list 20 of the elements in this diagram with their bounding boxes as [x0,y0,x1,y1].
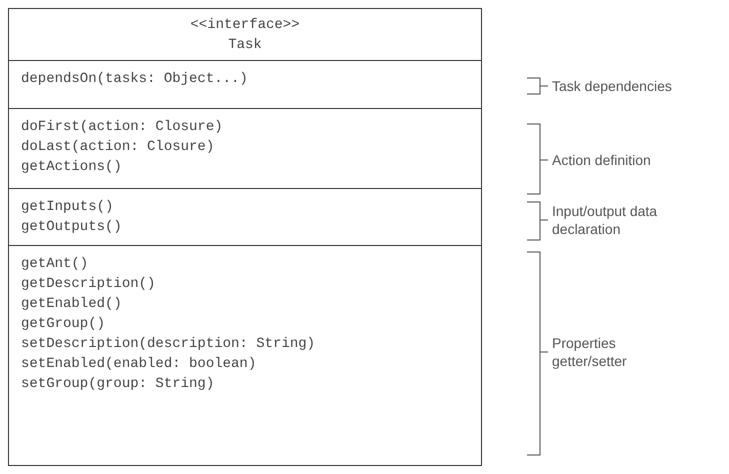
method-signature: getEnabled() [21,295,122,314]
method-signature: getActions() [21,158,122,177]
annotation-label: Action definition [552,151,652,169]
method-signature: getDescription() [21,275,156,294]
method-signature: getInputs() [21,198,114,217]
method-signature: getOutputs() [21,218,122,237]
method-signature: setEnabled(enabled: boolean) [21,355,256,374]
class-box [8,8,482,466]
method-signature: setDescription(description: String) [21,335,316,354]
method-signature: dependsOn(tasks: Object...) [21,70,248,89]
method-signature: getAnt() [21,255,88,274]
method-signature: doFirst(action: Closure) [21,118,223,137]
method-signature: setGroup(group: String) [21,375,214,394]
method-signature: getGroup() [21,315,106,334]
stereotype-label: <<interface>> [190,16,300,35]
annotation-label: Properties getter/setter [552,334,628,370]
class-name: Task [228,36,262,55]
annotation-label: Task dependencies [552,77,673,95]
annotation-label: Input/output data declaration [552,202,658,238]
method-signature: doLast(action: Closure) [21,138,214,157]
